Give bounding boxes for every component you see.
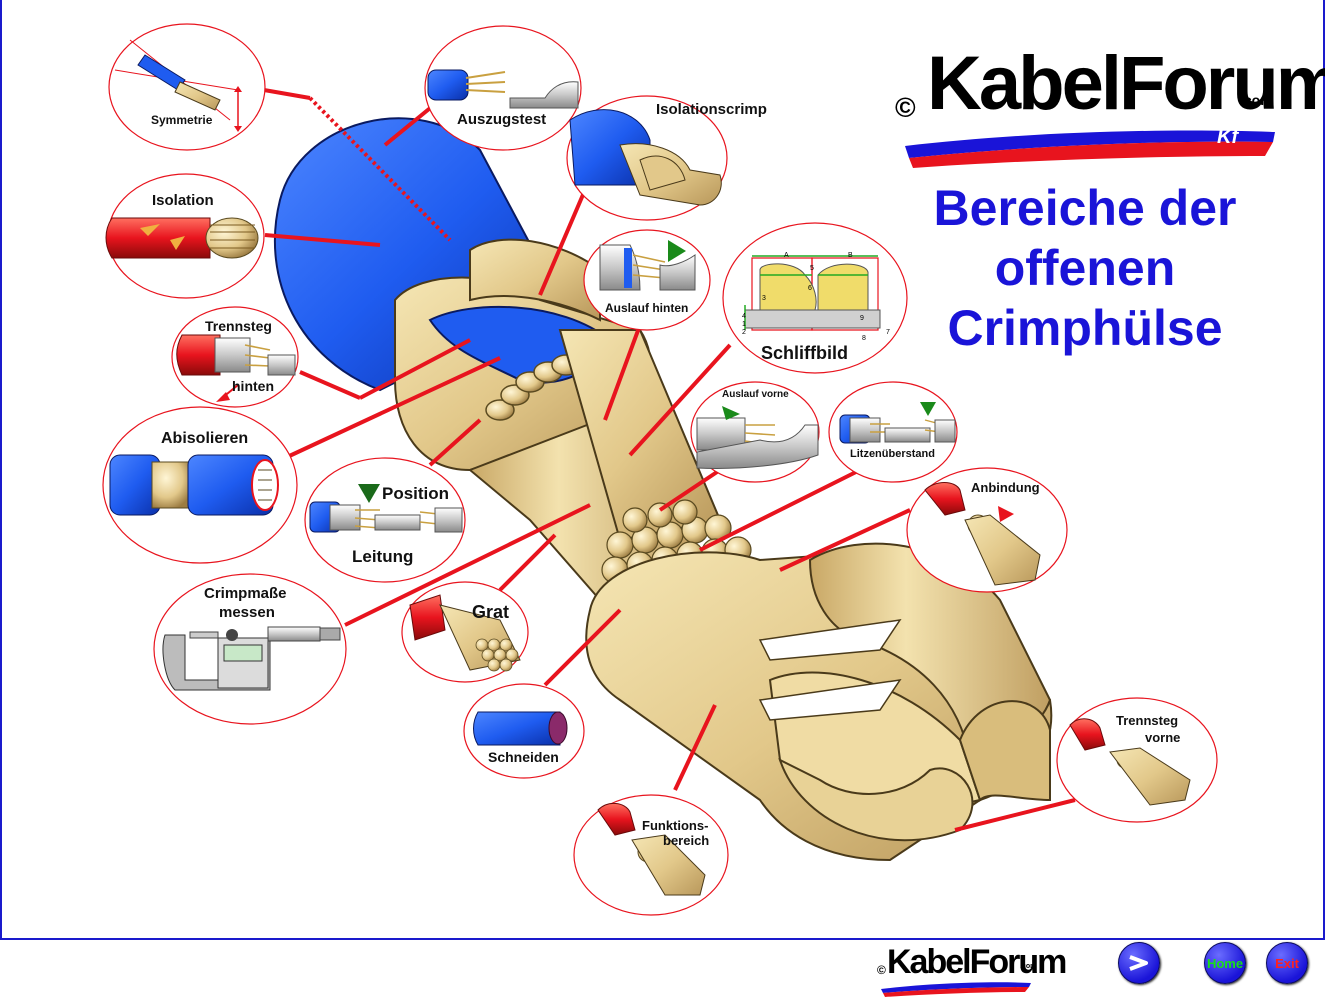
bubble-label-trennsteg-vorne-1[interactable]: Trennsteg bbox=[1116, 713, 1179, 728]
bubble-label-litzenueberstand[interactable]: Litzenüberstand bbox=[850, 448, 935, 460]
bubble-label-funktions-2[interactable]: bereich bbox=[663, 833, 710, 848]
footer-logo-wordmark: KabelForum bbox=[887, 943, 1067, 981]
schliff-label-6: 6 bbox=[808, 285, 812, 292]
bubble-label-auszugstest[interactable]: Auszugstest bbox=[457, 111, 547, 128]
frame-bottom-border bbox=[0, 938, 1325, 940]
kabelforum-logo: © KabelForum .com Kf bbox=[895, 40, 1325, 170]
title-line-1: Bereiche der bbox=[933, 180, 1237, 236]
footer-logo-swoosh-icon bbox=[881, 982, 1031, 997]
bubble-label-schneiden[interactable]: Schneiden bbox=[488, 749, 559, 765]
bubble-label-trennsteg-vorne-2[interactable]: vorne bbox=[1145, 730, 1181, 745]
bubble-label-isolation[interactable]: Isolation bbox=[152, 192, 214, 209]
footer-logo: © KabelForum .com bbox=[875, 943, 1067, 997]
bubble-label-crimpmasse-1[interactable]: Crimpmaße bbox=[204, 585, 287, 602]
bubble-label-grat[interactable]: Grat bbox=[472, 602, 510, 622]
logo-copyright: © bbox=[895, 92, 916, 123]
title-line-2: offenen bbox=[994, 240, 1176, 296]
bubble-label-position[interactable]: Position bbox=[382, 484, 450, 503]
logo-domain: .com bbox=[1240, 92, 1273, 108]
bubble-label-trennsteg-hinten-2[interactable]: hinten bbox=[232, 378, 274, 394]
bubble-label-trennsteg-hinten-1[interactable]: Trennsteg bbox=[205, 318, 272, 334]
footer-logo-copyright: © bbox=[877, 963, 886, 977]
bubble-label-auslauf-vorne[interactable]: Auslauf vorne bbox=[722, 389, 789, 400]
schliff-label-a: A bbox=[784, 252, 789, 259]
footer-logo-domain: .com bbox=[1020, 963, 1037, 970]
home-button[interactable]: Home bbox=[1204, 942, 1246, 984]
crimp-illustration: A B 5 3 6 9 4 1 2 7 8 bbox=[102, 23, 1218, 916]
page-title: Bereiche der offenen Crimphülse bbox=[905, 178, 1265, 358]
schliff-label-4: 4 bbox=[742, 313, 746, 320]
schliff-label-2: 2 bbox=[742, 329, 746, 336]
schliff-label-7: 7 bbox=[886, 329, 890, 336]
schliff-label-9: 9 bbox=[860, 315, 864, 322]
bubble-label-crimpmasse-2[interactable]: messen bbox=[219, 604, 275, 621]
schliff-label-3: 3 bbox=[762, 295, 766, 302]
title-line-3: Crimphülse bbox=[947, 300, 1223, 356]
exit-button[interactable]: Exit bbox=[1266, 942, 1308, 984]
bubble-label-abisolieren[interactable]: Abisolieren bbox=[161, 430, 249, 447]
schliff-label-5: 5 bbox=[810, 265, 814, 272]
bubble-label-auslauf-hinten[interactable]: Auslauf hinten bbox=[605, 301, 689, 315]
schliff-label-8: 8 bbox=[862, 335, 866, 342]
schliff-label-b: B bbox=[848, 252, 853, 259]
bubble-label-symmetrie[interactable]: Symmetrie bbox=[151, 113, 213, 127]
bubble-label-leitung[interactable]: Leitung bbox=[352, 547, 414, 566]
bubble-label-funktions-1[interactable]: Funktions- bbox=[642, 818, 709, 833]
logo-wordmark: KabelForum bbox=[927, 41, 1325, 126]
next-button[interactable] bbox=[1118, 942, 1160, 984]
schliff-label-1: 1 bbox=[742, 321, 746, 328]
bubble-label-anbindung[interactable]: Anbindung bbox=[971, 480, 1040, 495]
logo-swoosh-icon bbox=[905, 130, 1275, 168]
logo-monogram: Kf bbox=[1217, 126, 1239, 148]
frame-left-border bbox=[0, 0, 2, 940]
bubble-label-schliffbild[interactable]: Schliffbild bbox=[761, 343, 848, 363]
bubble-label-isolationscrimp[interactable]: Isolationscrimp bbox=[656, 101, 767, 118]
frame-right-border bbox=[1323, 0, 1325, 940]
next-arrow-icon bbox=[1129, 955, 1148, 971]
